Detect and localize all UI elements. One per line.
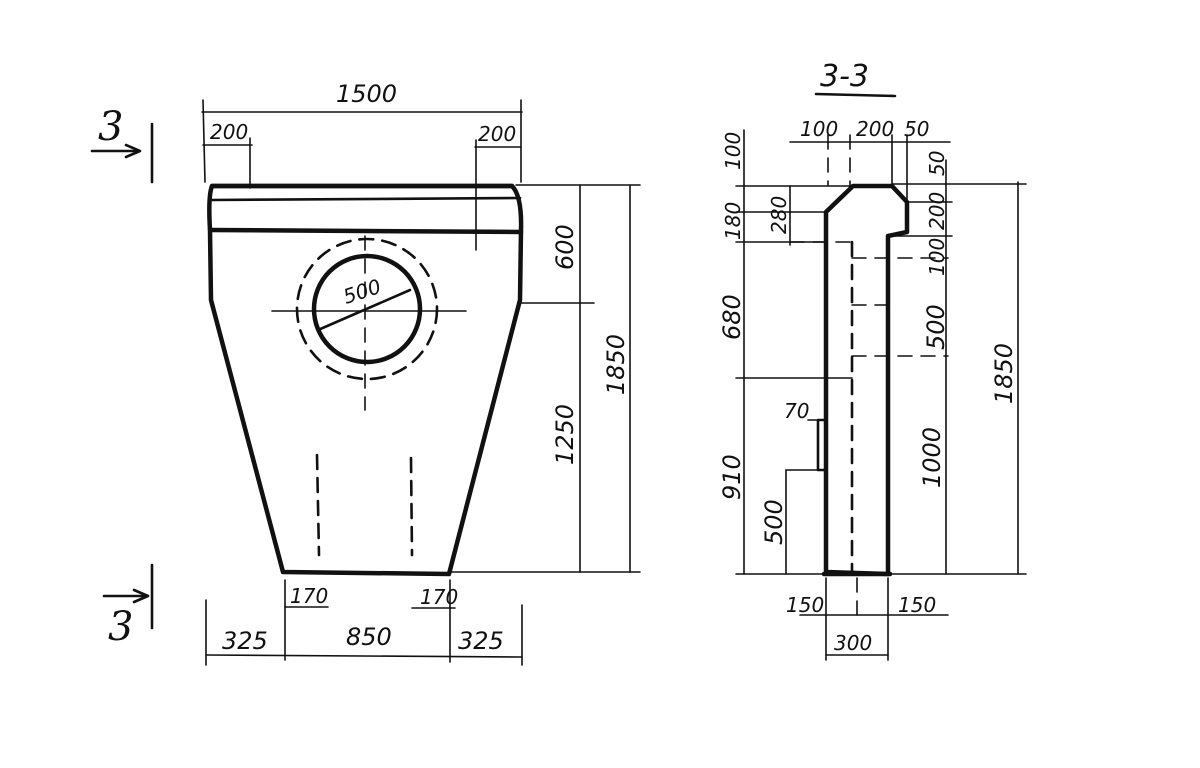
section-dim-left-top: 100 <box>721 132 745 170</box>
dim-top-right-edge: 200 <box>478 122 516 146</box>
section-outline <box>823 183 910 577</box>
section-dim-bottom-left: 150 <box>786 593 824 617</box>
section-notch <box>816 418 828 472</box>
dim-bottom-right: 325 <box>458 627 504 655</box>
dim-bottom-left: 325 <box>222 627 268 655</box>
section-mark-bottom: 3 <box>108 604 133 650</box>
hole-outer-dashed <box>295 237 439 381</box>
dim-bottom-mid: 850 <box>346 623 392 651</box>
section-dim-bottom-total: 300 <box>834 631 872 655</box>
ext-left <box>202 99 206 183</box>
front-hidden-right <box>409 456 414 557</box>
section-dim-right-500: 500 <box>922 304 950 350</box>
section-dim-right-200: 200 <box>925 192 949 230</box>
dim-foot-left: 170 <box>290 584 328 608</box>
dim-line-bottom <box>205 654 523 658</box>
dim-upper-height: 600 <box>551 224 579 270</box>
section-dim-left-500: 500 <box>760 499 788 545</box>
section-dim-top-c: 50 <box>904 117 929 141</box>
dim-foot-right: 170 <box>420 585 458 609</box>
front-hidden-left <box>315 453 321 557</box>
section-dim-top-a: 100 <box>800 117 838 141</box>
section-view: 3-3 <box>718 59 1027 661</box>
front-view: 3 3 1500 200 200 500 600 1250 1850 170 1… <box>90 80 641 666</box>
front-band-line-2 <box>208 196 522 202</box>
section-dim-top-b: 200 <box>856 117 894 141</box>
section-dim-right-100: 100 <box>925 238 949 276</box>
section-dim-bottom-right: 150 <box>898 593 936 617</box>
section-dim-overall-height: 1850 <box>990 343 1018 404</box>
hole-diameter-leader <box>316 288 412 332</box>
section-arrowhead-bottom <box>132 588 150 604</box>
dim-total-height: 1850 <box>602 334 630 395</box>
dim-top-left-edge: 200 <box>210 120 248 144</box>
front-band-line <box>207 227 524 235</box>
section-dim-left-180: 180 <box>721 202 745 240</box>
front-outline <box>207 183 524 577</box>
section-dim-left-910: 910 <box>718 454 746 500</box>
section-dim-right-1000: 1000 <box>918 427 946 488</box>
section-title-underline <box>814 92 897 98</box>
hole-circle <box>311 253 423 365</box>
dim-lower-height: 1250 <box>551 404 579 465</box>
section-title: 3-3 <box>820 59 869 94</box>
section-dim-left-280: 280 <box>767 196 791 234</box>
section-dim-left-680: 680 <box>718 294 746 340</box>
section-dim-right-50: 50 <box>925 151 949 176</box>
section-dim-notch-70: 70 <box>784 399 809 423</box>
section-arrowhead-top <box>124 143 142 159</box>
dim-overall-width: 1500 <box>336 80 397 108</box>
section-mark-top: 3 <box>98 104 123 150</box>
